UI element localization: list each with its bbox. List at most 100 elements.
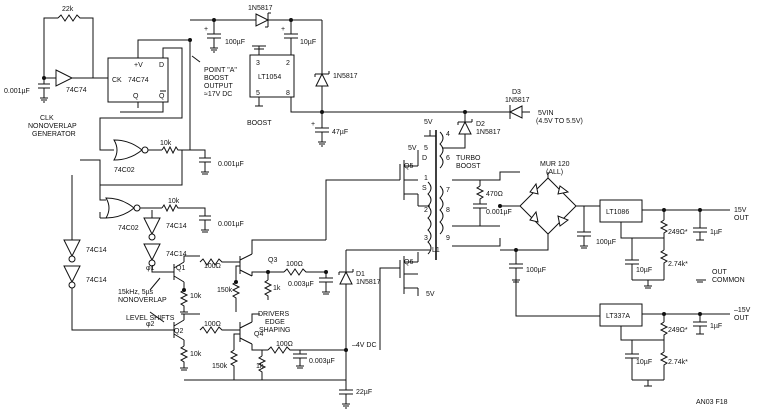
label-t-pin5: 5 (424, 145, 428, 152)
label-q6: Q6 (404, 259, 413, 266)
label-5v-a: 5V (408, 145, 417, 152)
boost-supply: 1N5817 100µF + 10µF + LT1054 3 2 5 8 BOO… (190, 5, 583, 170)
svg-text:+: + (281, 26, 285, 33)
level-shifts: LEVEL SHIFTS (126, 315, 175, 322)
label-outm15-2: OUT (734, 315, 750, 322)
ic-lt1054 (249, 54, 295, 98)
pin-q: Q (133, 93, 139, 100)
label-d2-2: 1N5817 (476, 129, 501, 136)
label-c10-a: 10µF (636, 267, 652, 274)
label-phi1: φ1 (146, 265, 155, 272)
svg-text:+: + (204, 26, 208, 33)
label-249-a: 249Ω* (668, 229, 688, 236)
label-100uf-top: 100µF (225, 39, 245, 46)
label-t-pin9: 9 (446, 235, 450, 242)
label-c100-lower: 100µF (526, 267, 546, 274)
label-74c02-top: 74C02 (114, 167, 135, 174)
label-47uf: 47µF (332, 129, 348, 136)
label-t-pin8: 8 (446, 207, 450, 214)
drivers-3: SHAPING (259, 327, 291, 334)
label-10k-c: 10k (190, 293, 202, 300)
label-t-pin3: 3 (424, 235, 428, 242)
nonoverlap-2: NONOVERLAP (118, 297, 167, 304)
label-1k-a: 1k (273, 285, 281, 292)
label-10k-d: 10k (190, 351, 202, 358)
label-vin-1: 5VIN (538, 110, 554, 117)
label-74c14-a: 74C14 (86, 247, 107, 254)
ic-lt337a-label: LT337A (606, 313, 630, 320)
transformer-stage: Q5 D S 5V Q6 5V 4 6 5 7 8 2 3 9 1 L1 5V … (379, 119, 520, 350)
label-c10-b: 10µF (636, 359, 652, 366)
point-a-3: OUTPUT (204, 83, 234, 90)
label-q5: Q5 (404, 163, 413, 170)
junction-dots (42, 18, 702, 352)
label-1n5817-right: 1N5817 (333, 73, 358, 80)
label-minus4v: –4V DC (352, 342, 377, 349)
pin-v: +V (134, 62, 143, 69)
label-c1-a: 1µF (710, 229, 722, 236)
label-470: 470Ω (486, 191, 503, 198)
label-100-a: 100Ω (204, 263, 221, 270)
label-c001-a: 0.001µF (218, 161, 244, 168)
clk-title-2: NONOVERLAP (28, 123, 77, 130)
label-t-pin2: 2 (424, 207, 428, 214)
label-274-a: 2.74k* (668, 261, 688, 268)
label-out-common-2: COMMON (712, 277, 745, 284)
clk-title-3: GENERATOR (32, 131, 76, 138)
lt1054-pin3: 3 (256, 60, 260, 67)
label-1n5817-top: 1N5817 (248, 5, 273, 12)
pin-qbar: Q (159, 93, 165, 100)
lt1054-pin2: 2 (286, 60, 290, 67)
label-t-l1: L1 (432, 247, 440, 254)
label-274-b: 2.74k* (668, 359, 688, 366)
label-74c14-b: 74C14 (86, 277, 107, 284)
pin-ck: CK (112, 77, 122, 84)
lt1054-pin8: 8 (286, 90, 290, 97)
label-d-q5: D (422, 155, 427, 162)
label-150k-b: 150k (212, 363, 228, 370)
label-150k-a: 150k (217, 287, 233, 294)
ic-74c74 (107, 57, 169, 103)
label-74c74-buf: 74C74 (66, 87, 87, 94)
label-mur120-1: MUR 120 (540, 161, 570, 168)
label-c-clk: 0.001µF (4, 88, 30, 95)
label-phi2: φ2 (146, 321, 155, 328)
label-74c14-c: 74C14 (166, 223, 187, 230)
label-22uf: 22µF (356, 389, 372, 396)
label-1k-b: 1k (256, 363, 264, 370)
label-5v-b: 5V (426, 291, 435, 298)
output-regulators: MUR 120 (ALL) 100µF 100µF LT1086 249Ω* 2… (500, 161, 751, 406)
label-d3-2: 1N5817 (505, 97, 530, 104)
logic-gates: 74C02 10k 0.001µF 74C02 10k 0.001µF 74C1… (63, 40, 244, 331)
clock-generator: 22k 0.001µF 74C74 +V D CK 74C74 Q Q CLK … (4, 6, 190, 151)
figure-id: AN03 F18 (696, 399, 728, 406)
ic-lt1086-label: LT1086 (606, 209, 629, 216)
label-22k: 22k (62, 6, 74, 13)
point-a-4: ≈17V DC (204, 91, 232, 98)
drivers-1: DRIVERS (258, 311, 289, 318)
point-a-2: BOOST (204, 75, 229, 82)
label-out15-2: OUT (734, 215, 750, 222)
label-mur120-2: (ALL) (546, 169, 563, 176)
nonoverlap-1: 15kHz, 5µs (118, 289, 154, 296)
label-10k-b: 10k (168, 198, 180, 205)
label-100-b: 100Ω (286, 261, 303, 268)
label-out-common-1: OUT (712, 269, 728, 276)
point-a-1: POINT "A" (204, 67, 237, 74)
label-t-pin1: 1 (424, 175, 428, 182)
clk-title-1: CLK (40, 115, 54, 122)
ic-lt1054-label: LT1054 (258, 74, 281, 81)
label-t-pin7: 7 (446, 187, 450, 194)
label-turbo-2: BOOST (456, 163, 481, 170)
label-100-c: 100Ω (204, 321, 221, 328)
label-10k-a: 10k (160, 140, 172, 147)
level-shift-drivers: Q1 10k 100Ω Q3 150k 1k 100Ω 0.003µF DRIV… (165, 179, 430, 409)
label-249-b: 249Ω* (668, 327, 688, 334)
label-q2: Q2 (174, 328, 183, 335)
svg-text:+: + (311, 121, 315, 128)
label-boost: BOOST (247, 120, 272, 127)
label-c001-b: 0.001µF (218, 221, 244, 228)
pin-d: D (159, 62, 164, 69)
label-q4: Q4 (254, 331, 263, 338)
ic-74c74-label: 74C74 (128, 77, 149, 84)
